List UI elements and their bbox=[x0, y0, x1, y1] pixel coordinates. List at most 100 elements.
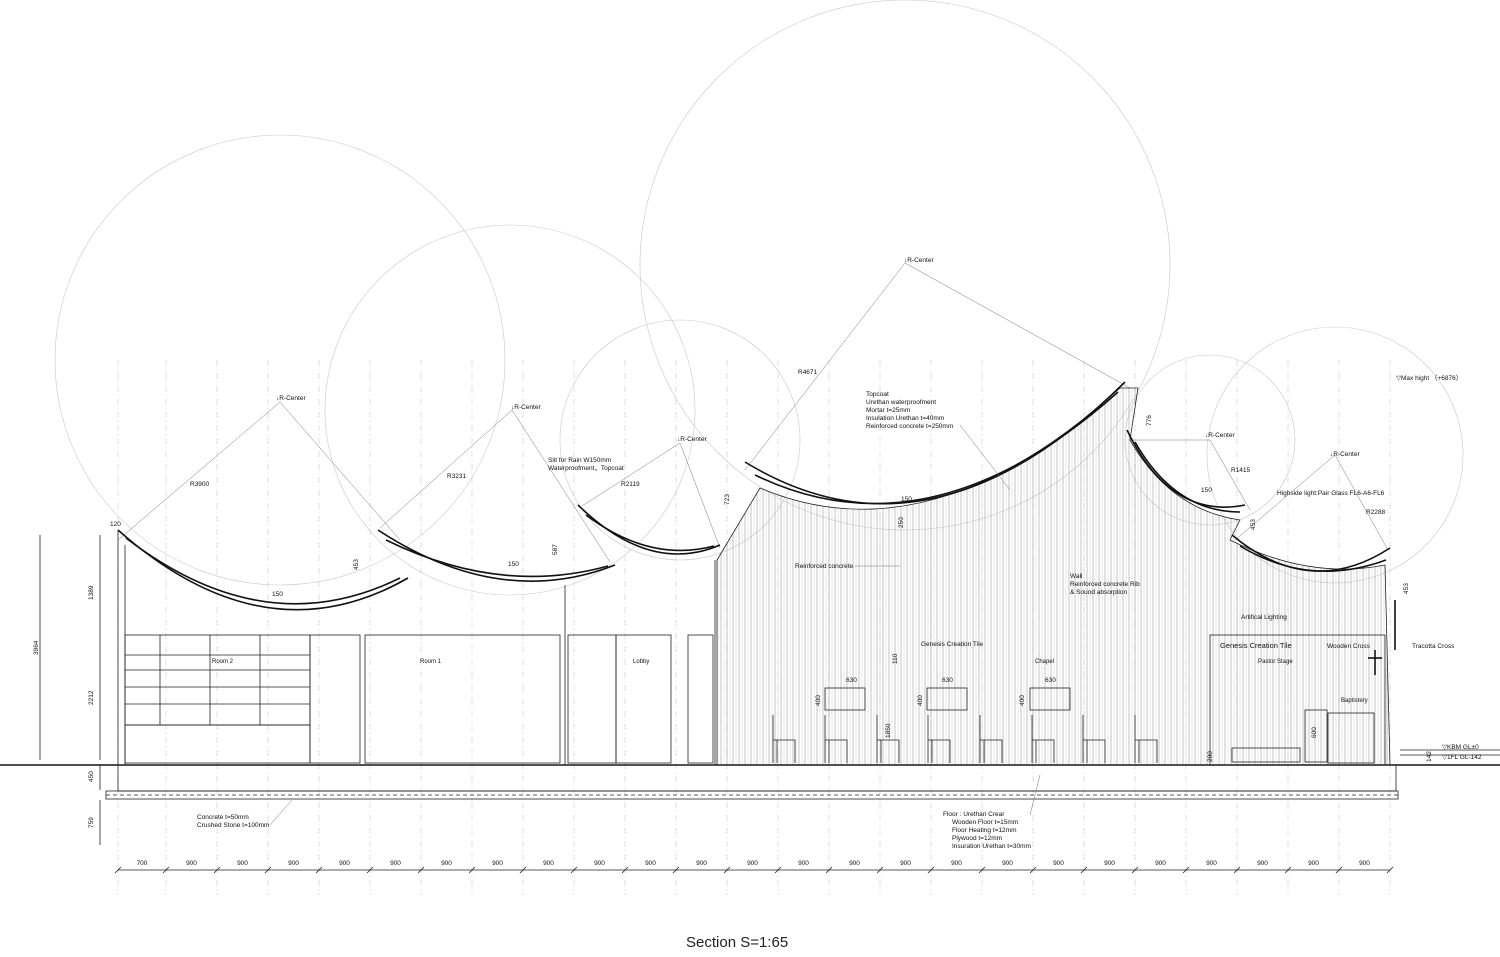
dimension-tick bbox=[1131, 866, 1139, 874]
r-center-5: ↓R-Center bbox=[1205, 432, 1235, 439]
bottom-dim-label: 900 bbox=[543, 860, 554, 867]
dim-600: 600 bbox=[1311, 727, 1318, 738]
reinforced-concrete-note: Reinforced concrete bbox=[795, 563, 854, 570]
bottom-dim-label: 900 bbox=[390, 860, 401, 867]
dimension-tick bbox=[315, 866, 323, 874]
dim-453-a: 453 bbox=[353, 559, 360, 570]
wooden-cross-note: Wooden Cross bbox=[1327, 643, 1371, 650]
bottom-dim-label: 900 bbox=[747, 860, 758, 867]
rain-slit-note: Slit for Rain W150mm bbox=[548, 457, 611, 464]
pew bbox=[927, 715, 951, 763]
pew bbox=[876, 715, 900, 763]
dimension-tick bbox=[570, 866, 578, 874]
dim-587: 587 bbox=[552, 544, 559, 555]
artificial-lighting-note: Artifical Lighting bbox=[1241, 614, 1287, 621]
left-dimensions bbox=[39, 535, 101, 845]
dim-400-b: 400 bbox=[917, 695, 924, 706]
chapel-wall-hatch bbox=[717, 388, 1390, 765]
dimension-tick bbox=[519, 866, 527, 874]
dimension-tick bbox=[621, 866, 629, 874]
rain-slit-note-2: Waterproofment，Topcoat bbox=[548, 465, 624, 472]
bottom-dim-label: 900 bbox=[492, 860, 503, 867]
dim-630-c: 630 bbox=[1045, 677, 1056, 684]
roof-layer-1: Topcoat bbox=[866, 391, 889, 398]
dim-110: 110 bbox=[892, 653, 899, 664]
bottom-dim-label: 900 bbox=[237, 860, 248, 867]
roof-shells bbox=[117, 381, 1391, 611]
dimension-tick bbox=[417, 866, 425, 874]
r-center-6: ↓R-Center bbox=[1330, 451, 1360, 458]
genesis-tile-note-small: Genesis Creation Tile bbox=[921, 641, 984, 648]
bottom-dim-label: 900 bbox=[900, 860, 911, 867]
dim-630-a: 630 bbox=[846, 677, 857, 684]
dimension-tick bbox=[774, 866, 782, 874]
floor-note-1: Floor : Urethan Crear bbox=[943, 811, 1005, 818]
bottom-dim-label: 900 bbox=[1308, 860, 1319, 867]
interior-elements bbox=[117, 530, 1396, 766]
roof-layer-3: Mortar t=25mm bbox=[866, 407, 910, 414]
base-note-1: Concrete t=50mm bbox=[197, 814, 249, 821]
dim-453-c: 453 bbox=[1403, 583, 1410, 594]
chapel-pews bbox=[772, 715, 1158, 763]
r-center-3: ↓R-Center bbox=[677, 436, 707, 443]
drawing-title: Section S=1:65 bbox=[686, 934, 788, 951]
dim-723: 723 bbox=[724, 494, 731, 505]
floor-note-4: Plywood t=12mm bbox=[952, 835, 1002, 842]
kbm-level: ▽KBM GL±0 bbox=[1442, 744, 1479, 751]
terracotta-cross-note: Tracotta Cross bbox=[1412, 643, 1455, 650]
wall-note-3: & Sound absorption bbox=[1070, 589, 1127, 596]
chapel-label: Chapel bbox=[1035, 659, 1054, 665]
bottom-dim-label: 900 bbox=[1002, 860, 1013, 867]
dimension-tick bbox=[876, 866, 884, 874]
dim-1389: 1389 bbox=[88, 585, 95, 600]
bottom-dim-label: 900 bbox=[1206, 860, 1217, 867]
bottom-dim-label: 900 bbox=[339, 860, 350, 867]
pastor-stage-label: Pastor Stage bbox=[1258, 659, 1293, 665]
bottom-dim-label: 900 bbox=[696, 860, 707, 867]
roof-layer-2: Urethan waterproofment bbox=[866, 399, 936, 406]
dim-759: 759 bbox=[88, 817, 95, 828]
dim-630-b: 630 bbox=[942, 677, 953, 684]
floor-note-3: Floor Heating t=12mm bbox=[952, 827, 1017, 834]
dim-3964: 3964 bbox=[33, 640, 40, 655]
dimension-tick bbox=[723, 866, 731, 874]
wall-note-2: Reinforced concrete Rib bbox=[1070, 581, 1140, 588]
grid-guides bbox=[117, 360, 1391, 895]
max-height-level: ▽Max hight （+6876） bbox=[1396, 374, 1462, 382]
roof-layer-5: Reinforced concrete t=250mm bbox=[866, 423, 953, 430]
dim-142: 142 bbox=[1426, 751, 1433, 762]
dim-2212: 2212 bbox=[88, 690, 95, 705]
dimension-tick bbox=[927, 866, 935, 874]
r-center-1: ↓R-Center bbox=[276, 395, 306, 402]
dimension-tick bbox=[1284, 866, 1292, 874]
dimension-tick bbox=[468, 866, 476, 874]
wall-note-1: Wall bbox=[1070, 573, 1083, 580]
dim-776: 776 bbox=[1146, 415, 1153, 426]
lobby-label: Lobby bbox=[633, 659, 649, 665]
dim-450: 450 bbox=[88, 771, 95, 782]
dim-453-b: 453 bbox=[1250, 519, 1257, 530]
dim-250: 250 bbox=[898, 517, 905, 528]
bottom-dim-label: 900 bbox=[1359, 860, 1370, 867]
dim-150-b: 150 bbox=[508, 561, 519, 568]
radius-r3231: R3231 bbox=[447, 473, 467, 480]
pew bbox=[1082, 715, 1106, 763]
radius-leaders bbox=[117, 262, 1389, 563]
radius-r3900: R3900 bbox=[190, 481, 210, 488]
bottom-dim-label: 900 bbox=[1257, 860, 1268, 867]
dim-1850: 1850 bbox=[885, 723, 892, 738]
dim-150-d: 150 bbox=[1201, 487, 1212, 494]
bottom-dim-label: 900 bbox=[1053, 860, 1064, 867]
pew bbox=[772, 715, 796, 763]
bottom-dim-label: 900 bbox=[849, 860, 860, 867]
dimension-tick bbox=[672, 866, 680, 874]
room-1-label: Room 1 bbox=[420, 659, 442, 665]
bottom-dim-label: 700 bbox=[137, 860, 148, 867]
dim-200: 200 bbox=[1207, 751, 1214, 762]
dimension-tick bbox=[264, 866, 272, 874]
dimension-tick bbox=[825, 866, 833, 874]
first-floor-level: ▽1FL GL-142 bbox=[1442, 754, 1482, 761]
bottom-dim-label: 900 bbox=[288, 860, 299, 867]
roof-layer-4: Insulation Urethan t=40mm bbox=[866, 415, 944, 422]
